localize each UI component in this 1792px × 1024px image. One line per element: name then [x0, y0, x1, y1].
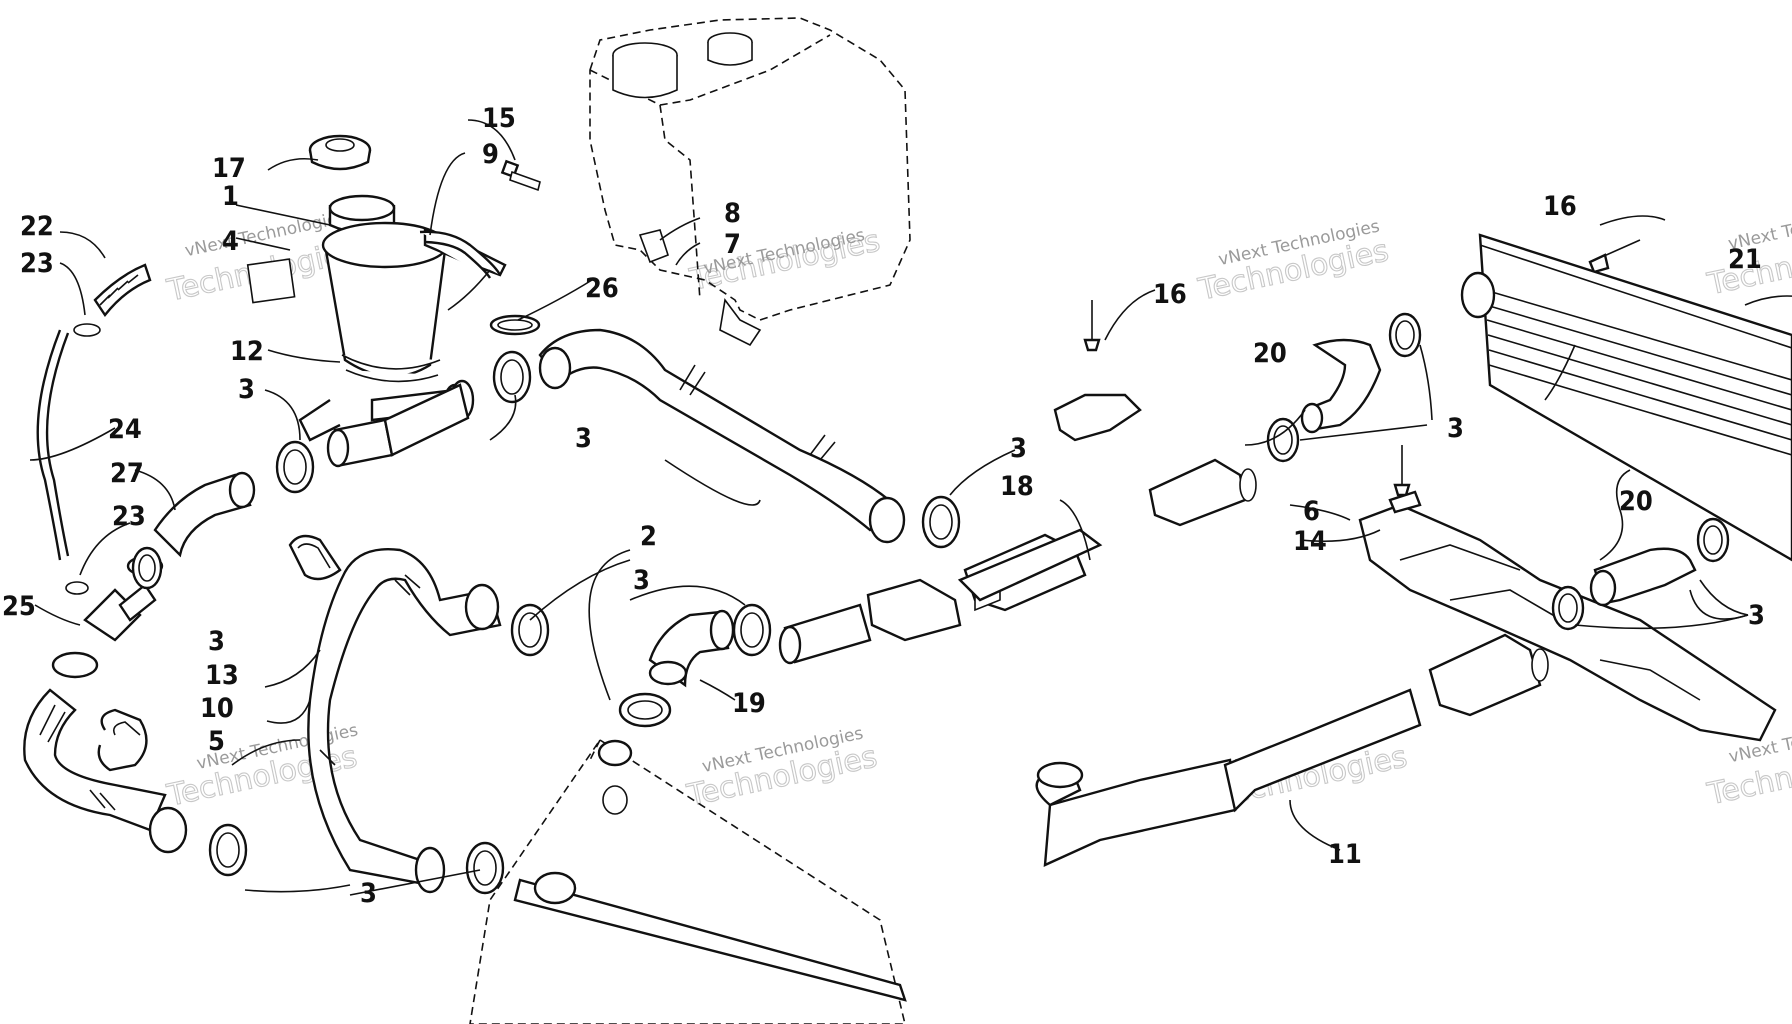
leader-lines	[29, 119, 1792, 896]
radiator-21	[1460, 233, 1792, 562]
vent-hose	[419, 230, 502, 279]
callout-3: 3	[1748, 600, 1765, 631]
hose-clamp	[1551, 585, 1585, 631]
callout-4: 4	[222, 226, 239, 257]
callout-9: 9	[482, 139, 499, 170]
callout-7: 7	[724, 229, 741, 260]
coolant-overflow-bottle	[246, 134, 507, 442]
callout-22: 22	[20, 211, 54, 242]
rivet-pin	[1053, 300, 1142, 442]
elbow-hose-19	[648, 609, 735, 688]
callout-20: 20	[1619, 486, 1653, 517]
hose-clamp	[208, 823, 248, 877]
pipe-connector	[778, 603, 872, 665]
spring-clamp-5	[97, 708, 148, 772]
rivet-pin	[1388, 445, 1422, 514]
callout-5: 5	[208, 726, 225, 757]
callout-20: 20	[1253, 338, 1287, 369]
coolant-reservoir-tank	[589, 17, 911, 347]
callout-12: 12	[230, 336, 264, 367]
callout-3: 3	[633, 565, 650, 596]
callout-24: 24	[108, 414, 142, 445]
hose-clamp-26	[489, 314, 541, 336]
callout-23: 23	[20, 248, 54, 279]
hose-clamp	[465, 841, 505, 895]
elbow-hose-27	[153, 471, 256, 558]
spring-clamp-13	[288, 534, 342, 581]
callout-25: 25	[2, 591, 36, 622]
hose-clamp	[618, 692, 672, 728]
hose-10	[307, 548, 502, 894]
callout-16: 16	[1543, 191, 1577, 222]
callout-6: 6	[1303, 496, 1320, 527]
long-hose-2	[538, 328, 906, 544]
callout-18: 18	[1000, 471, 1034, 502]
callout-15: 15	[482, 103, 516, 134]
elbow-hose-20	[1300, 338, 1382, 434]
callout-23: 23	[112, 501, 146, 532]
callout-19: 19	[732, 688, 766, 719]
hose-clamp	[275, 440, 315, 494]
callout-1: 1	[222, 181, 239, 212]
hose-clamp	[1266, 417, 1300, 463]
callout-11: 11	[1328, 839, 1362, 870]
callout-14: 14	[1293, 526, 1327, 557]
callout-16: 16	[1153, 279, 1187, 310]
heat-exchanger-sections	[866, 458, 1777, 867]
callout-8: 8	[724, 198, 741, 229]
callout-3: 3	[360, 878, 377, 909]
callout-2: 2	[640, 521, 657, 552]
callout-21: 21	[1728, 244, 1762, 275]
hose-clamp	[921, 495, 961, 549]
callout-3: 3	[208, 626, 225, 657]
hose-clamp	[1696, 517, 1730, 563]
part-number-labels: 1 2 3 3 3 3 3 3 3 3 4 5 6 7 8 9 10 11 12…	[2, 103, 1765, 909]
callout-3: 3	[1010, 433, 1027, 464]
rivet-pin	[1588, 239, 1641, 274]
hose-clamp	[131, 546, 163, 590]
lower-hose-13	[23, 651, 188, 854]
callout-27: 27	[110, 458, 144, 489]
front-heat-exchanger	[469, 738, 907, 1024]
callout-3: 3	[238, 374, 255, 405]
t-fitting	[326, 379, 475, 468]
callout-3: 3	[1447, 413, 1464, 444]
callout-17: 17	[212, 153, 246, 184]
bolt-15	[500, 159, 541, 192]
callout-3: 3	[575, 423, 592, 454]
callout-26: 26	[585, 273, 619, 304]
elbow-hose-20	[1589, 547, 1697, 607]
callout-10: 10	[200, 693, 234, 724]
callout-13: 13	[205, 660, 239, 691]
hose-clamp	[510, 603, 550, 657]
hose-clamp	[492, 350, 532, 404]
hose-clamp	[732, 603, 772, 657]
hose-clamp	[1388, 312, 1422, 358]
